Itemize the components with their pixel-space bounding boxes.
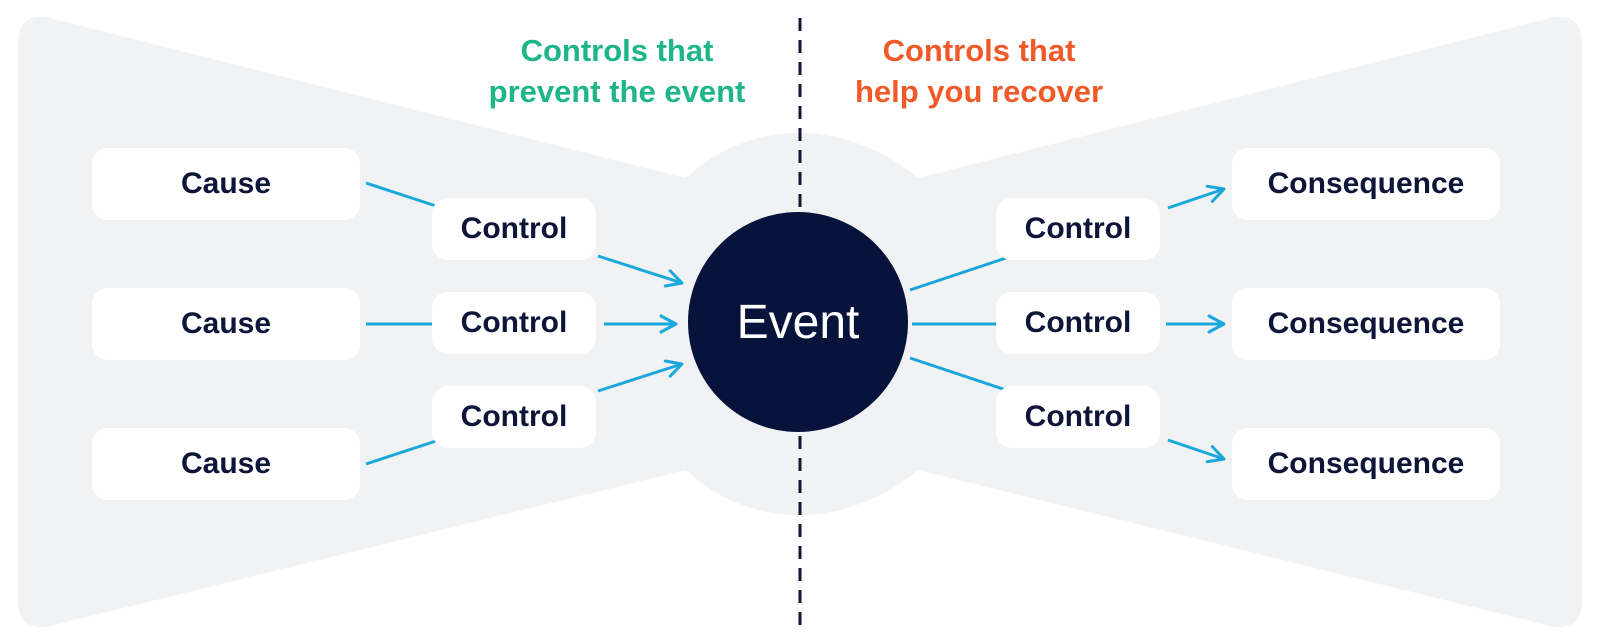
cause-box-1: Cause (92, 148, 360, 220)
prevent-heading-line2: prevent the event (488, 74, 746, 109)
consequence-box-3: Consequence (1232, 428, 1500, 500)
recover-control-box-2: Control (996, 292, 1160, 354)
consequence-box-2: Consequence (1232, 288, 1500, 360)
arrow-control-1-to-consequence (1167, 184, 1226, 210)
cause-box-3: Cause (92, 428, 360, 500)
prevent-control-box-2: Control (432, 292, 596, 354)
connector-cause-3 (365, 439, 437, 466)
recover-heading-line2: help you recover (854, 74, 1104, 109)
prevent-heading-line1: Controls that (520, 33, 714, 68)
consequence-box-1: Consequence (1232, 148, 1500, 220)
arrow-control-3-to-event (597, 359, 684, 393)
prevent-control-box-1: Control (432, 198, 596, 260)
recover-control-box-1: Control (996, 198, 1160, 260)
prevent-control-box-3: Control (432, 386, 596, 448)
connector-event-to-control-1 (909, 256, 1007, 292)
connectors (365, 181, 1226, 466)
recover-heading: Controls that help you recover (845, 30, 1113, 112)
connector-cause-1 (365, 181, 437, 208)
arrow-control-3-to-consequence (1167, 438, 1226, 464)
arrow-control-1-to-event (597, 254, 684, 288)
event-circle: Event (688, 212, 908, 432)
recover-heading-line1: Controls that (882, 33, 1076, 68)
prevent-heading: Controls that prevent the event (476, 30, 758, 112)
recover-control-box-3: Control (996, 386, 1160, 448)
cause-box-2: Cause (92, 288, 360, 360)
connector-event-to-control-3 (909, 356, 1007, 392)
